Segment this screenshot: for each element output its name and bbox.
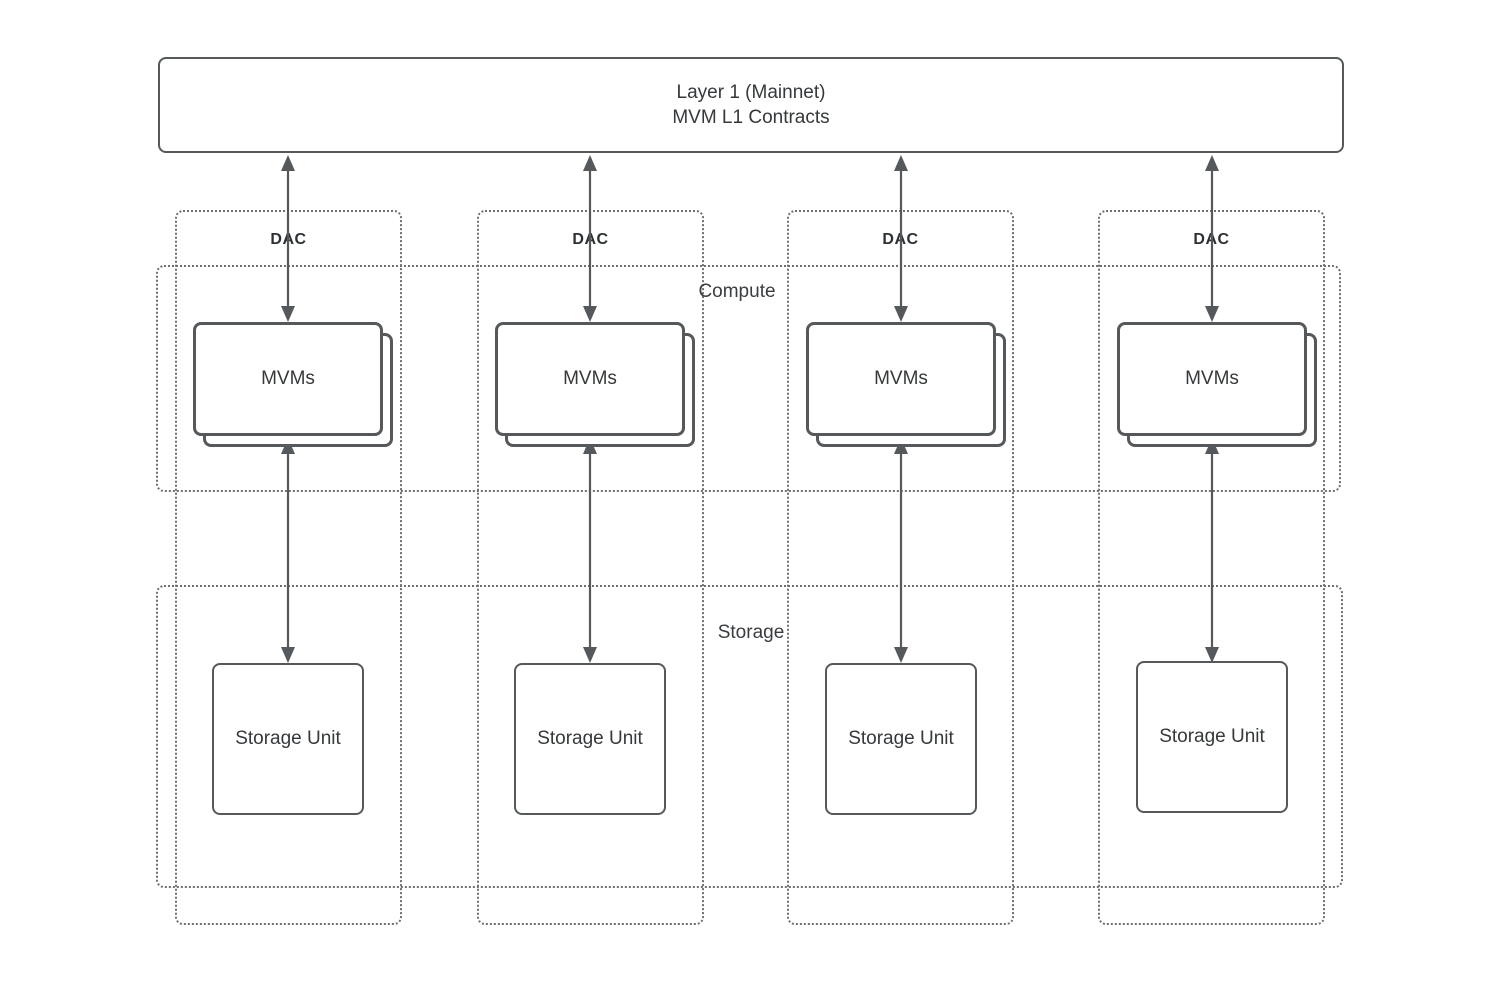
storage-unit-box-4: Storage Unit [1136,661,1288,813]
mvms-label: MVMs [261,368,315,389]
mvms-box-1: MVMs [193,322,383,436]
bidirectional-arrow-l1-mvm-1 [281,155,295,322]
mvms-box-4: MVMs [1117,322,1307,436]
compute-band [156,265,1341,492]
storage-unit-label: Storage Unit [235,728,341,749]
storage-unit-box-1: Storage Unit [212,663,364,815]
layer1-box: Layer 1 (Mainnet) MVM L1 Contracts [158,57,1344,153]
bidirectional-arrow-mvm-storage-1 [281,438,295,663]
layer1-title: Layer 1 (Mainnet) MVM L1 Contracts [672,80,829,130]
bidirectional-arrow-l1-mvm-2 [583,155,597,322]
storage-unit-box-3: Storage Unit [825,663,977,815]
mvms-label: MVMs [1185,368,1239,389]
storage-unit-box-2: Storage Unit [514,663,666,815]
compute-band-label: Compute [698,281,776,302]
storage-band [156,585,1343,888]
layer1-title-line1: Layer 1 (Mainnet) [676,82,826,103]
bidirectional-arrow-mvm-storage-3 [894,438,908,663]
layer1-title-line2: MVM L1 Contracts [672,107,830,128]
bidirectional-arrow-l1-mvm-3 [894,155,908,322]
storage-band-label: Storage [717,622,785,643]
bidirectional-arrow-mvm-storage-2 [583,438,597,663]
bidirectional-arrow-l1-mvm-4 [1205,155,1219,322]
storage-unit-label: Storage Unit [848,728,954,749]
bidirectional-arrow-mvm-storage-4 [1205,438,1219,663]
mvms-label: MVMs [874,368,928,389]
storage-unit-label: Storage Unit [1159,726,1265,747]
mvms-box-2: MVMs [495,322,685,436]
mvms-box-3: MVMs [806,322,996,436]
storage-unit-label: Storage Unit [537,728,643,749]
mvms-label: MVMs [563,368,617,389]
